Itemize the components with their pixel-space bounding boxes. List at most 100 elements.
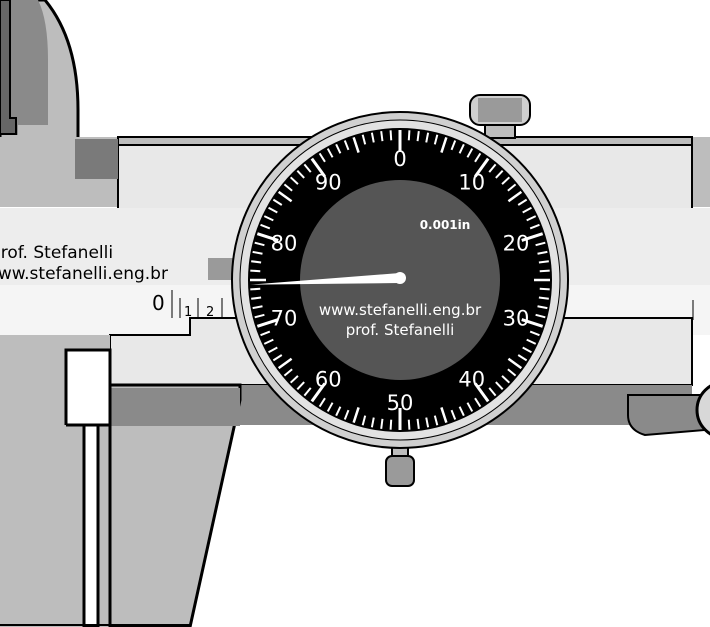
dial-tick (507, 183, 517, 192)
dial-tick (254, 241, 265, 247)
dial-tick (343, 140, 350, 151)
lower-jaw-bg (0, 425, 66, 627)
dial-tick (537, 250, 548, 255)
dial-tick (521, 232, 544, 242)
beam-zero-label: 0 (152, 291, 165, 315)
dial-tick (450, 140, 457, 151)
dial-tick (538, 260, 549, 264)
dial-needle-hub (394, 272, 406, 284)
dial-tick (538, 296, 549, 300)
dial-tick (326, 402, 334, 412)
dial-tick (352, 136, 360, 153)
beam-scale-2: 2 (206, 305, 214, 320)
dial-tick (352, 407, 360, 424)
dial-tick (495, 169, 504, 179)
dial-tick (370, 132, 375, 143)
dial-tick (380, 131, 384, 142)
dial-tick (260, 223, 271, 230)
beam-author-text: prof. Stefanelli (0, 243, 113, 263)
dial-tick (303, 387, 312, 397)
dial-tick (425, 417, 430, 428)
dial-tick (335, 143, 342, 154)
dial-tick (407, 130, 411, 141)
dial-number: 0 (393, 147, 406, 171)
dial-tick (521, 318, 544, 328)
dial-tick (318, 397, 326, 408)
dial-tick (251, 260, 262, 264)
dial-tick (335, 406, 342, 417)
dial-tick (310, 382, 326, 403)
dial-tick (250, 287, 261, 291)
dial-tick (535, 313, 546, 319)
beam-marker (208, 258, 238, 280)
dial-tick (272, 198, 283, 206)
beam-website-text: www.stefanelli.eng.br (0, 264, 168, 284)
dial-tick (256, 318, 279, 328)
dial-tick (526, 338, 537, 345)
dial-tick (277, 357, 293, 370)
dial-number: 50 (387, 391, 414, 415)
dial-tick (268, 206, 278, 214)
depth-rod (82, 423, 100, 627)
dial-tick (517, 198, 528, 206)
dial-tick (535, 241, 546, 247)
dial-author-label: prof. Stefanelli (346, 321, 455, 339)
dial-tick (501, 375, 511, 384)
dial-tick (256, 232, 279, 242)
depth-blade (64, 348, 112, 427)
dial-tick (495, 381, 504, 391)
dial-number: 30 (503, 307, 530, 331)
dial-tick (526, 215, 537, 222)
dial-tick (251, 296, 262, 300)
dial-needle (250, 273, 401, 285)
thumb-wheel[interactable] (627, 394, 709, 437)
dial-tick (252, 250, 263, 255)
dial-tick (380, 418, 384, 429)
dial-tick (507, 190, 523, 203)
dial-tick (501, 176, 511, 185)
dial-tick (433, 415, 439, 426)
dial-tick (272, 354, 283, 362)
dial-tick (522, 346, 532, 354)
dial-tick (537, 305, 548, 310)
dial-number: 60 (315, 368, 342, 392)
dial-tick (263, 338, 274, 345)
dial-tick (507, 368, 517, 377)
dial-tick (466, 402, 474, 412)
dial-tick (450, 409, 457, 420)
dial-tick (433, 134, 439, 145)
dial-tick (517, 354, 528, 362)
dial-tick (440, 136, 448, 153)
thumb-wheel-knob[interactable] (695, 382, 710, 438)
lock-screw-top[interactable] (469, 94, 531, 139)
dial-tick (268, 346, 278, 354)
dial-number: 20 (503, 231, 530, 255)
lower-jaw-dark (110, 388, 240, 426)
dial-tick (458, 143, 465, 154)
dial-tick (488, 163, 497, 173)
dial-tick (529, 223, 540, 230)
dial-tick (389, 419, 393, 430)
dial-tick (474, 382, 490, 403)
dial-tick (370, 417, 375, 428)
dial-number: 10 (458, 170, 485, 194)
dial-tick (529, 330, 540, 337)
dial-tick (277, 190, 293, 203)
dial-tick (539, 287, 550, 291)
dial-tick (488, 387, 497, 397)
dial-number: 70 (271, 307, 298, 331)
dial-tick (416, 418, 420, 429)
dial-tick (440, 407, 448, 424)
upper-jaw-inner (0, 0, 48, 135)
dial-tick (296, 169, 305, 179)
dial-tick (507, 357, 523, 370)
dial-tick (539, 269, 550, 273)
dial-tick (474, 157, 490, 178)
dial-tick (466, 148, 474, 158)
dial-tick (310, 157, 326, 178)
dial-tick (296, 381, 305, 391)
dial-tick (474, 397, 482, 408)
dial-tick (318, 152, 326, 163)
